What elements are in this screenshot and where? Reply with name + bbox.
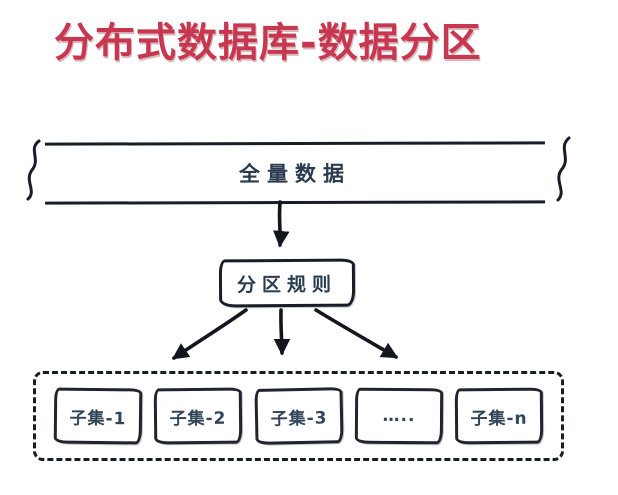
subset-box-ellipsis: …..	[354, 387, 443, 445]
arrow-rule-to-subset-middle	[273, 308, 291, 356]
arrow-rule-to-subset-left	[171, 308, 248, 360]
arrow-rule-to-subset-right	[314, 308, 399, 359]
subset-label: 子集-1	[69, 408, 127, 429]
subset-label: 子集-2	[169, 408, 227, 429]
partition-rule-box: 分区规则	[218, 258, 356, 308]
subset-label: …..	[382, 405, 416, 427]
arrow-fulldata-to-rule	[273, 200, 290, 248]
full-data-label: 全量数据	[238, 161, 352, 187]
full-data-box: 全量数据	[44, 141, 546, 205]
subset-label: 子集-3	[269, 407, 328, 430]
right-squiggle-brace-icon	[556, 136, 571, 202]
left-squiggle-brace-icon	[26, 139, 41, 201]
subset-box-2: 子集-2	[153, 387, 243, 445]
subset-box-1: 子集-1	[53, 387, 143, 445]
subsets-dashed-container: 子集-1 子集-2 子集-3 ….. 子集-n	[33, 371, 564, 461]
page-title: 分布式数据库-数据分区	[54, 20, 482, 66]
subset-label: 子集-n	[470, 408, 528, 429]
partition-rule-label: 分区规则	[236, 273, 338, 296]
subset-box-3: 子集-3	[253, 387, 344, 445]
subset-box-n: 子集-n	[454, 387, 544, 445]
